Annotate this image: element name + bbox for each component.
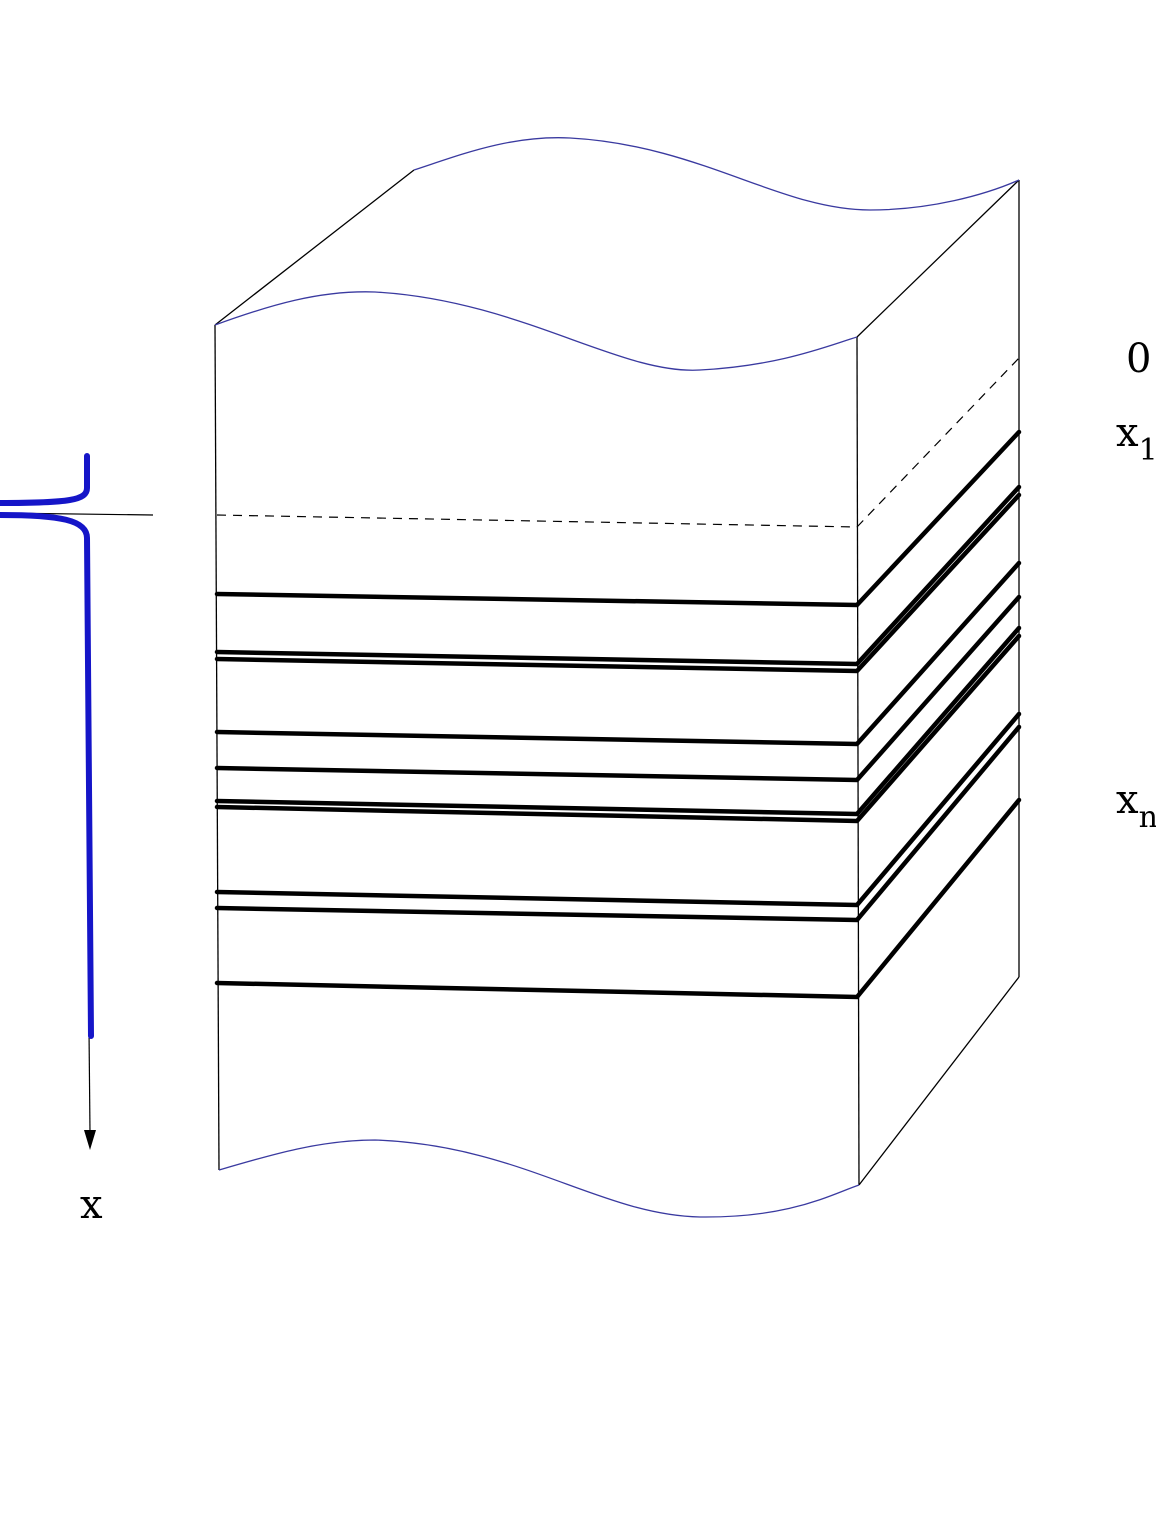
bottom-front-wavy-edge (218, 1139, 860, 1218)
layer-line (214, 492, 1022, 674)
x-axis-arrowhead (84, 1130, 96, 1150)
level-label-xn: xn (1116, 777, 1156, 835)
level-label-xn-sub: n (1139, 800, 1156, 835)
layer-line (214, 560, 1022, 747)
profile-curve-upper (0, 453, 90, 506)
block-outline (214, 169, 1020, 1186)
profile-plot (0, 453, 154, 1150)
layer-line (214, 625, 1022, 817)
layer-interfaces (214, 429, 1022, 1000)
layer-line (214, 797, 1022, 1000)
block-top-right-depth-edge (856, 179, 1020, 338)
layer-line (214, 711, 1022, 908)
top-front-wavy-edge (214, 291, 858, 371)
layer-line (214, 429, 1022, 608)
wavy-edges (214, 137, 1020, 1218)
block-top-left-depth-edge (214, 169, 415, 326)
level-label-xn-base: x (1116, 777, 1139, 823)
reference-dashed-side (856, 357, 1020, 528)
axis-label-x: x (80, 1182, 103, 1228)
level-label-zero: 0 (1126, 336, 1151, 382)
level-label-x1-base: x (1116, 410, 1139, 456)
layer-line (214, 484, 1022, 667)
x-axis-line (88, 1029, 91, 1134)
reference-dashed-front (216, 514, 858, 528)
layer-line (214, 724, 1022, 923)
block-front-right-edge (856, 336, 860, 1186)
layer-line (214, 594, 1022, 783)
block-bottom-right-depth-edge (858, 976, 1020, 1186)
level-label-x1-sub: 1 (1139, 433, 1156, 468)
level-label-x1: x1 (1116, 410, 1156, 468)
block-left-edge (214, 324, 220, 1171)
reference-level (216, 357, 1020, 528)
top-back-wavy-edge (413, 137, 1020, 211)
layer-line (214, 633, 1022, 824)
profile-curve-lower (0, 512, 94, 1039)
